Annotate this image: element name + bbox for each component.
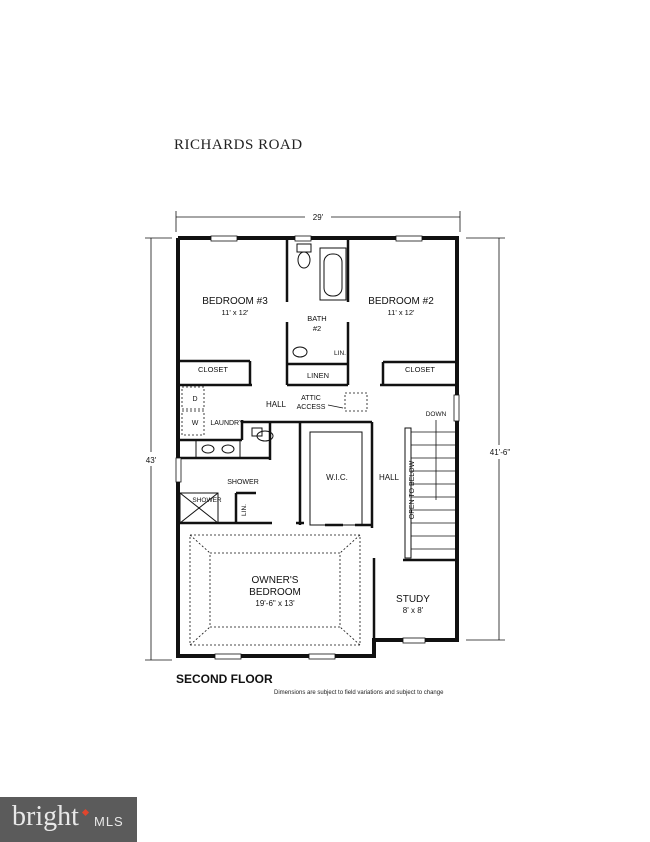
bedroom2-label: BEDROOM #2 [368, 296, 434, 307]
hall-lower-label: HALL [379, 473, 400, 482]
dimension-lines [145, 211, 505, 661]
owners-bedroom-size: 19'-6" x 13' [255, 599, 295, 608]
logo-brand: bright [12, 801, 79, 832]
wic-label: W.I.C. [326, 473, 348, 482]
bath2-number: #2 [313, 324, 321, 333]
laundry-label: LAUNDRY [210, 420, 244, 427]
hall-upper-label: HALL [266, 400, 287, 409]
right-depth-dimension: 41'-6" [490, 448, 511, 457]
attic-access-label: ACCESS [297, 404, 326, 411]
left-depth-dimension: 43' [146, 456, 157, 465]
attic-label: ATTIC [301, 395, 321, 402]
fixtures [179, 243, 455, 646]
toilet-icon-2 [256, 430, 274, 442]
washer-label: W [192, 420, 199, 427]
shower-stall-label: SHOWER [192, 497, 222, 504]
closet-left-label: CLOSET [198, 365, 228, 374]
bathtub-icon [323, 253, 343, 297]
sink-icon [292, 346, 308, 358]
study-size: 8' x 8' [403, 606, 424, 615]
bedroom3-size: 11' x 12' [222, 308, 249, 317]
bath2-label: BATH [307, 314, 326, 323]
shower-area-label: SHOWER [227, 479, 259, 486]
logo-accent-icon [81, 808, 90, 817]
logo-suffix: MLS [94, 814, 124, 829]
width-dimension: 29' [313, 213, 324, 222]
closet-right-label: CLOSET [405, 365, 435, 374]
owners-bedroom-label-1: OWNER'S [252, 575, 299, 586]
linen-closet-lower: LIN. [241, 504, 248, 516]
stairs-down-label: DOWN [426, 411, 447, 418]
study-label: STUDY [396, 594, 430, 605]
bedroom3-label: BEDROOM #3 [202, 296, 268, 307]
dryer-label: D [192, 396, 197, 403]
windows [175, 235, 460, 660]
bedroom2-size: 11' x 12' [388, 308, 415, 317]
linen-label: LINEN [307, 371, 329, 380]
bright-mls-logo: bright MLS [0, 797, 137, 842]
toilet-icon [297, 251, 311, 269]
owners-bedroom-label-2: BEDROOM [249, 587, 301, 598]
open-to-below-label: OPEN TO BELOW [409, 460, 416, 519]
floor-label: SECOND FLOOR [176, 672, 273, 686]
property-title: RICHARDS ROAD [174, 137, 303, 153]
disclaimer: Dimensions are subject to field variatio… [274, 690, 444, 696]
linen-closet-upper: LIN. [334, 350, 346, 357]
